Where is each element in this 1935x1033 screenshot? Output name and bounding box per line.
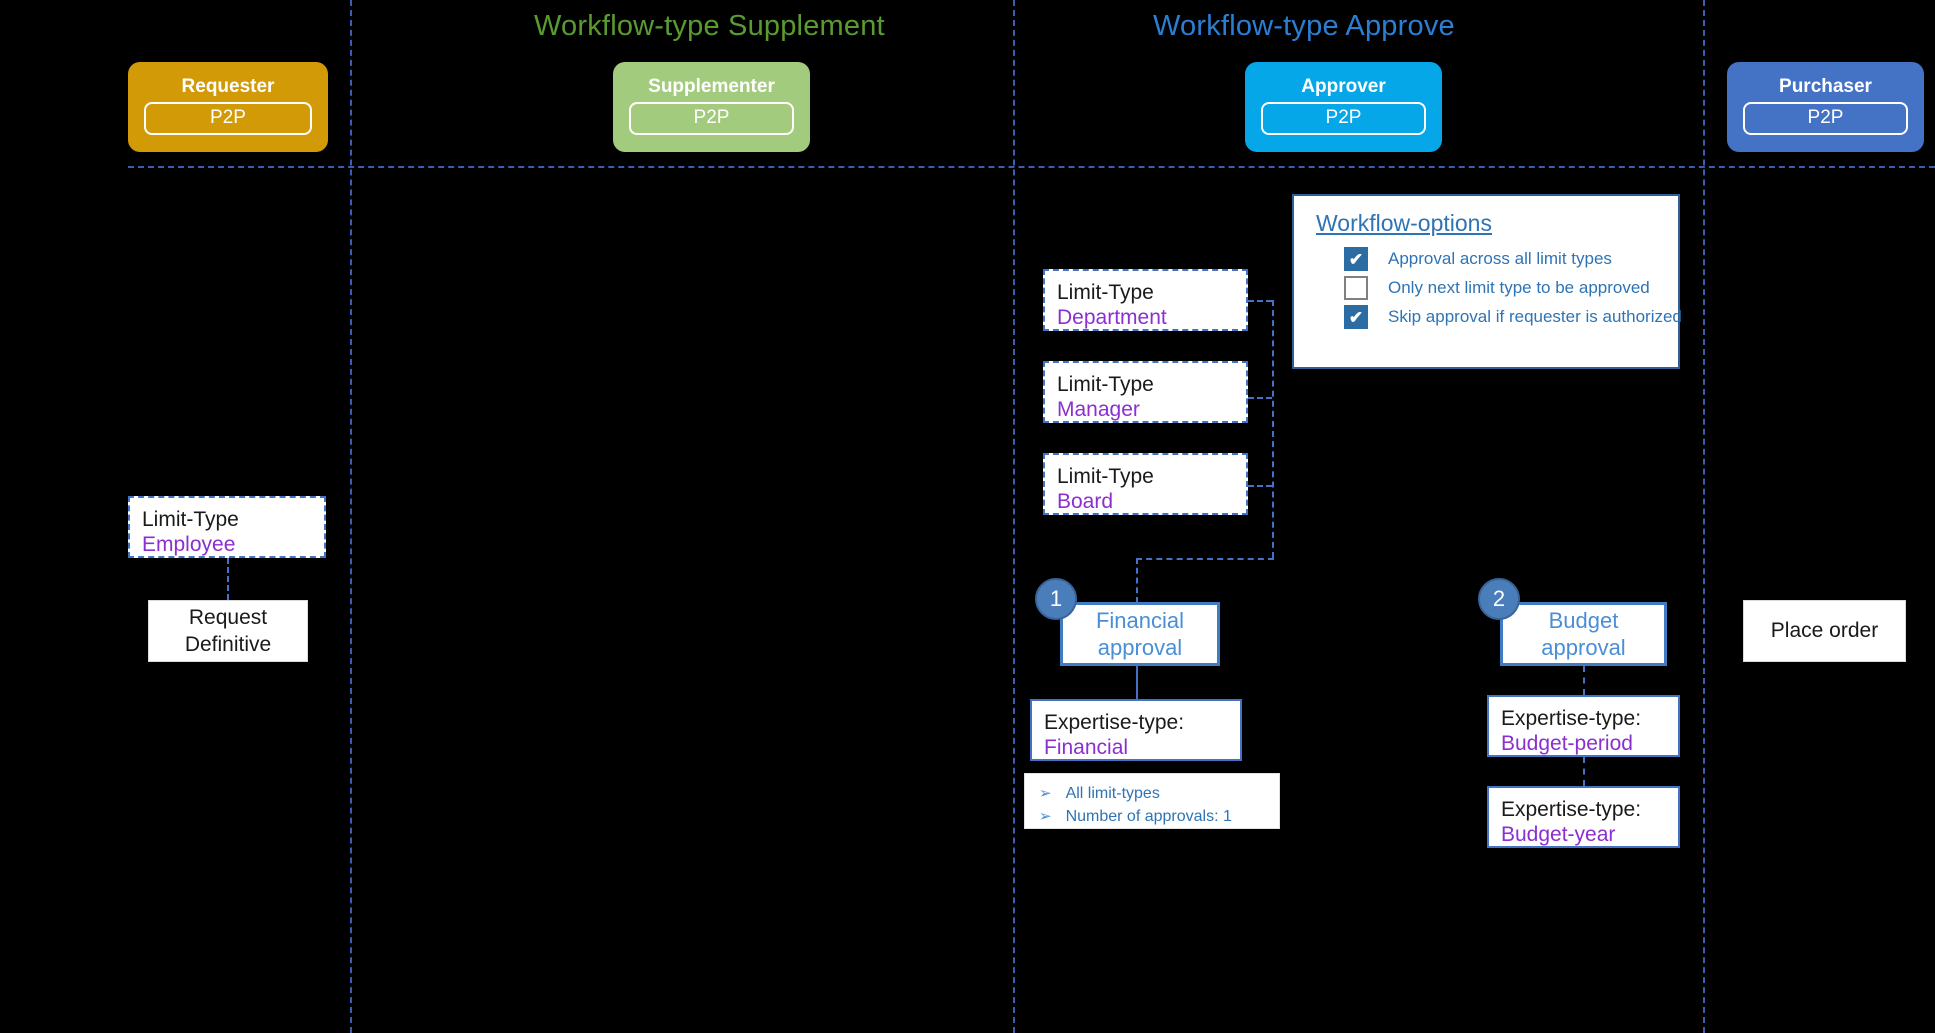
limit-type-label: Limit-Type — [1057, 373, 1154, 396]
role-card-approver[interactable]: Approver P2P — [1245, 62, 1442, 152]
lane-divider-requester-supplementer — [350, 0, 352, 1033]
role-card-requester[interactable]: Requester P2P — [128, 62, 328, 152]
workflow-options-panel[interactable]: Workflow-options ✔ Approval across all l… — [1292, 194, 1682, 369]
note-financial-rules: ➢ All limit-types ➢ Number of approvals:… — [1024, 773, 1280, 829]
limit-type-value: Manager — [1057, 397, 1140, 421]
lane-title-approve: Workflow-type Approve — [1153, 10, 1455, 42]
connector-stub-board — [1248, 485, 1272, 487]
box-expertise-type-financial[interactable]: Expertise-type: Financial — [1030, 699, 1242, 761]
budget-approval-text: Budget approval — [1541, 607, 1625, 662]
workflow-options-title: Workflow-options — [1316, 210, 1492, 236]
workflow-option-row-skip-approval[interactable]: ✔ Skip approval if requester is authoriz… — [1344, 305, 1682, 329]
expertise-type-label: Expertise-type: — [1501, 707, 1642, 730]
connector-limit-type-bus — [1272, 300, 1274, 558]
box-place-order[interactable]: Place order — [1743, 600, 1906, 662]
role-name-purchaser: Purchaser — [1779, 75, 1872, 97]
workflow-option-row-only-next-limit-type[interactable]: Only next limit type to be approved — [1344, 276, 1662, 300]
place-order-text: Place order — [1770, 619, 1879, 643]
note-text: All limit-types — [1065, 785, 1160, 802]
limit-type-value: Board — [1057, 489, 1114, 513]
box-limit-type-manager[interactable]: Limit-Type Manager — [1043, 361, 1248, 423]
financial-approval-line1: Financial — [1095, 607, 1185, 633]
connector-stub-manager — [1248, 397, 1272, 399]
connector-budget-to-expertise-period — [1583, 666, 1585, 695]
box-financial-approval[interactable]: Financial approval — [1060, 602, 1220, 666]
workflow-option-label: Only next limit type to be approved — [1388, 278, 1650, 297]
connector-employee-to-request — [227, 558, 229, 600]
check-icon: ✔ — [1348, 249, 1364, 269]
lane-header-separator — [128, 166, 1935, 168]
note-row: ➢ Number of approvals: 1 — [1039, 805, 1269, 828]
workflow-option-row-approval-across-all-limit-types[interactable]: ✔ Approval across all limit types — [1344, 247, 1662, 271]
expertise-type-value: Budget-year — [1501, 822, 1616, 846]
step-badge-2: 2 — [1478, 578, 1520, 620]
connector-financial-drop — [1136, 558, 1138, 603]
bullet-arrow-icon: ➢ — [1039, 808, 1052, 826]
workflow-option-label: Skip approval if requester is authorized — [1388, 307, 1682, 326]
limit-type-label: Limit-Type — [1057, 281, 1154, 304]
financial-approval-text: Financial approval — [1096, 607, 1184, 662]
expertise-type-value: Financial — [1044, 735, 1129, 759]
note-text: Number of approvals: 1 — [1065, 808, 1232, 826]
financial-approval-line2: approval — [1097, 635, 1183, 660]
lane-divider-approver-purchaser — [1703, 0, 1705, 1033]
step-badge-1: 1 — [1035, 578, 1077, 620]
role-card-supplementer[interactable]: Supplementer P2P — [613, 62, 810, 152]
role-system-purchaser: P2P — [1742, 102, 1909, 136]
box-limit-type-employee[interactable]: Limit-Type Employee — [128, 496, 326, 558]
limit-type-value: Employee — [142, 532, 236, 556]
bullet-arrow-icon: ➢ — [1039, 785, 1052, 802]
connector-bus-to-financial — [1136, 558, 1274, 560]
request-definitive-line2: Definitive — [184, 633, 272, 656]
role-name-requester: Requester — [181, 75, 275, 97]
checkbox-checked-icon[interactable]: ✔ — [1344, 305, 1368, 329]
role-system-requester: P2P — [144, 102, 312, 136]
budget-approval-line1: Budget — [1548, 607, 1619, 633]
workflow-option-label: Approval across all limit types — [1388, 249, 1612, 268]
role-system-supplementer: P2P — [628, 102, 795, 136]
limit-type-value: Department — [1057, 305, 1167, 329]
lane-title-supplement: Workflow-type Supplement — [534, 10, 885, 42]
expertise-type-label: Expertise-type: — [1501, 798, 1642, 821]
box-limit-type-department[interactable]: Limit-Type Department — [1043, 269, 1248, 331]
checkbox-checked-icon[interactable]: ✔ — [1344, 247, 1368, 271]
budget-approval-line2: approval — [1541, 635, 1626, 660]
note-row: ➢ All limit-types — [1039, 782, 1269, 805]
request-definitive-text: Request Definitive — [185, 604, 271, 659]
connector-stub-department — [1248, 300, 1272, 302]
box-request-definitive[interactable]: Request Definitive — [148, 600, 308, 662]
lane-divider-supplementer-approver — [1013, 0, 1015, 1033]
expertise-type-value: Budget-period — [1501, 731, 1633, 755]
limit-type-label: Limit-Type — [142, 508, 239, 531]
connector-financial-to-expertise — [1136, 666, 1138, 699]
connector-expertise-period-to-year — [1583, 757, 1585, 786]
request-definitive-line1: Request — [188, 605, 268, 629]
role-system-approver: P2P — [1260, 102, 1427, 136]
role-card-purchaser[interactable]: Purchaser P2P — [1727, 62, 1924, 152]
box-limit-type-board[interactable]: Limit-Type Board — [1043, 453, 1248, 515]
expertise-type-label: Expertise-type: — [1044, 711, 1185, 734]
checkbox-unchecked-icon[interactable] — [1344, 276, 1368, 300]
box-budget-approval[interactable]: Budget approval — [1500, 602, 1667, 666]
box-expertise-type-budget-year[interactable]: Expertise-type: Budget-year — [1487, 786, 1680, 848]
box-expertise-type-budget-period[interactable]: Expertise-type: Budget-period — [1487, 695, 1680, 757]
role-name-approver: Approver — [1301, 75, 1386, 97]
limit-type-label: Limit-Type — [1057, 465, 1154, 488]
check-icon: ✔ — [1348, 307, 1364, 327]
role-name-supplementer: Supplementer — [648, 75, 775, 97]
